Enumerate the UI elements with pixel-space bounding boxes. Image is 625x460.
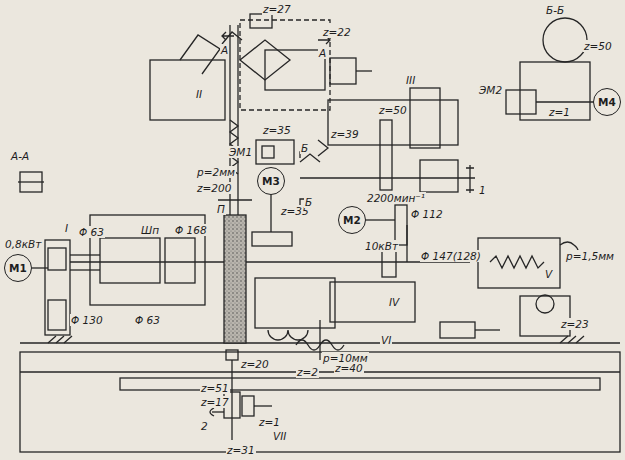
callout-label: A — [220, 44, 229, 56]
callout-label: Б — [300, 142, 309, 154]
callout-label: p=2мм — [196, 166, 236, 178]
motor-circle: M2 — [338, 206, 366, 234]
motor-circle: M3 — [257, 167, 285, 195]
callout-label: z=17 — [200, 396, 230, 408]
callout-label: z=2 — [296, 366, 319, 378]
callout-label: A-A — [10, 150, 30, 162]
callout-label: VI — [380, 334, 392, 346]
callout-label: A — [318, 47, 327, 59]
callout-label: z=1 — [258, 416, 281, 428]
callout-label: 2200мин⁻¹ — [366, 192, 426, 204]
callout-label: IV — [388, 296, 400, 308]
callout-label: z=200 — [196, 182, 232, 194]
callout-label: z=22 — [322, 26, 352, 38]
callout-label: z=50 — [583, 40, 613, 52]
callout-label: II — [195, 88, 203, 100]
callout-label: V — [544, 268, 553, 280]
callout-label: 0,8кВт — [4, 238, 42, 250]
callout-label: z=35 — [262, 124, 292, 136]
callout-label: ЭМ1 — [228, 146, 253, 158]
callout-label: Шп — [140, 224, 160, 236]
motor-circle: M1 — [4, 254, 32, 282]
callout-label: z=23 — [560, 318, 590, 330]
callout-label: III — [405, 74, 416, 86]
callout-label: z=31 — [226, 444, 256, 456]
callout-label: p=1,5мм — [565, 250, 615, 262]
callout-label: Φ 63 — [134, 314, 161, 326]
callout-label: z=50 — [378, 104, 408, 116]
callout-label: z=39 — [330, 128, 360, 140]
callout-label: Б-Б — [545, 4, 565, 16]
callout-label: I — [64, 222, 69, 234]
motor-label: M1 — [9, 262, 27, 274]
motor-label: M4 — [598, 96, 616, 108]
callout-label: z=40 — [334, 362, 364, 374]
callout-label: Φ 63 — [78, 226, 105, 238]
callout-label: ЭМ2 — [478, 84, 503, 96]
motor-label: M3 — [262, 175, 280, 187]
callout-label: Φ 112 — [410, 208, 444, 220]
callout-label: Φ 168 — [174, 224, 208, 236]
callout-label: П — [216, 203, 226, 215]
motor-label: M2 — [343, 214, 361, 226]
callout-label: Б — [304, 196, 313, 208]
callout-label: z=20 — [240, 358, 270, 370]
callout-label: Φ 130 — [70, 314, 104, 326]
callout-label: z=1 — [548, 106, 571, 118]
callout-label: 1 — [478, 184, 487, 196]
callout-label: 2 — [200, 420, 209, 432]
motor-circle: M4 — [593, 88, 621, 116]
callout-label: z=51 — [200, 382, 230, 394]
callout-label: z=27 — [262, 3, 292, 15]
callout-label: VII — [272, 430, 287, 442]
callout-label: Φ 147(128) — [420, 250, 482, 262]
callout-label: 10кВт — [364, 240, 399, 252]
